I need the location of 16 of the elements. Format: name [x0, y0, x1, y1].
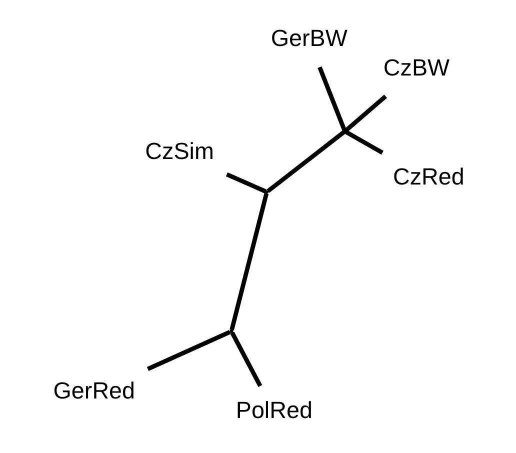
node-point: [264, 190, 268, 194]
connector: [146, 330, 230, 371]
node-point: [342, 130, 346, 134]
node-text: CzBW: [382, 54, 450, 80]
node-text: CzRed: [392, 164, 464, 190]
connector: [344, 130, 384, 155]
node-text: PolRed: [235, 397, 312, 424]
connector: [229, 193, 268, 330]
node-text: GerBW: [270, 25, 347, 52]
connector: [266, 130, 345, 193]
connector: [317, 66, 346, 132]
node-text: GerRed: [52, 378, 135, 404]
node-point: [229, 330, 233, 334]
node-text: CzSim: [144, 138, 214, 164]
connector: [225, 172, 266, 194]
connector: [230, 332, 262, 388]
